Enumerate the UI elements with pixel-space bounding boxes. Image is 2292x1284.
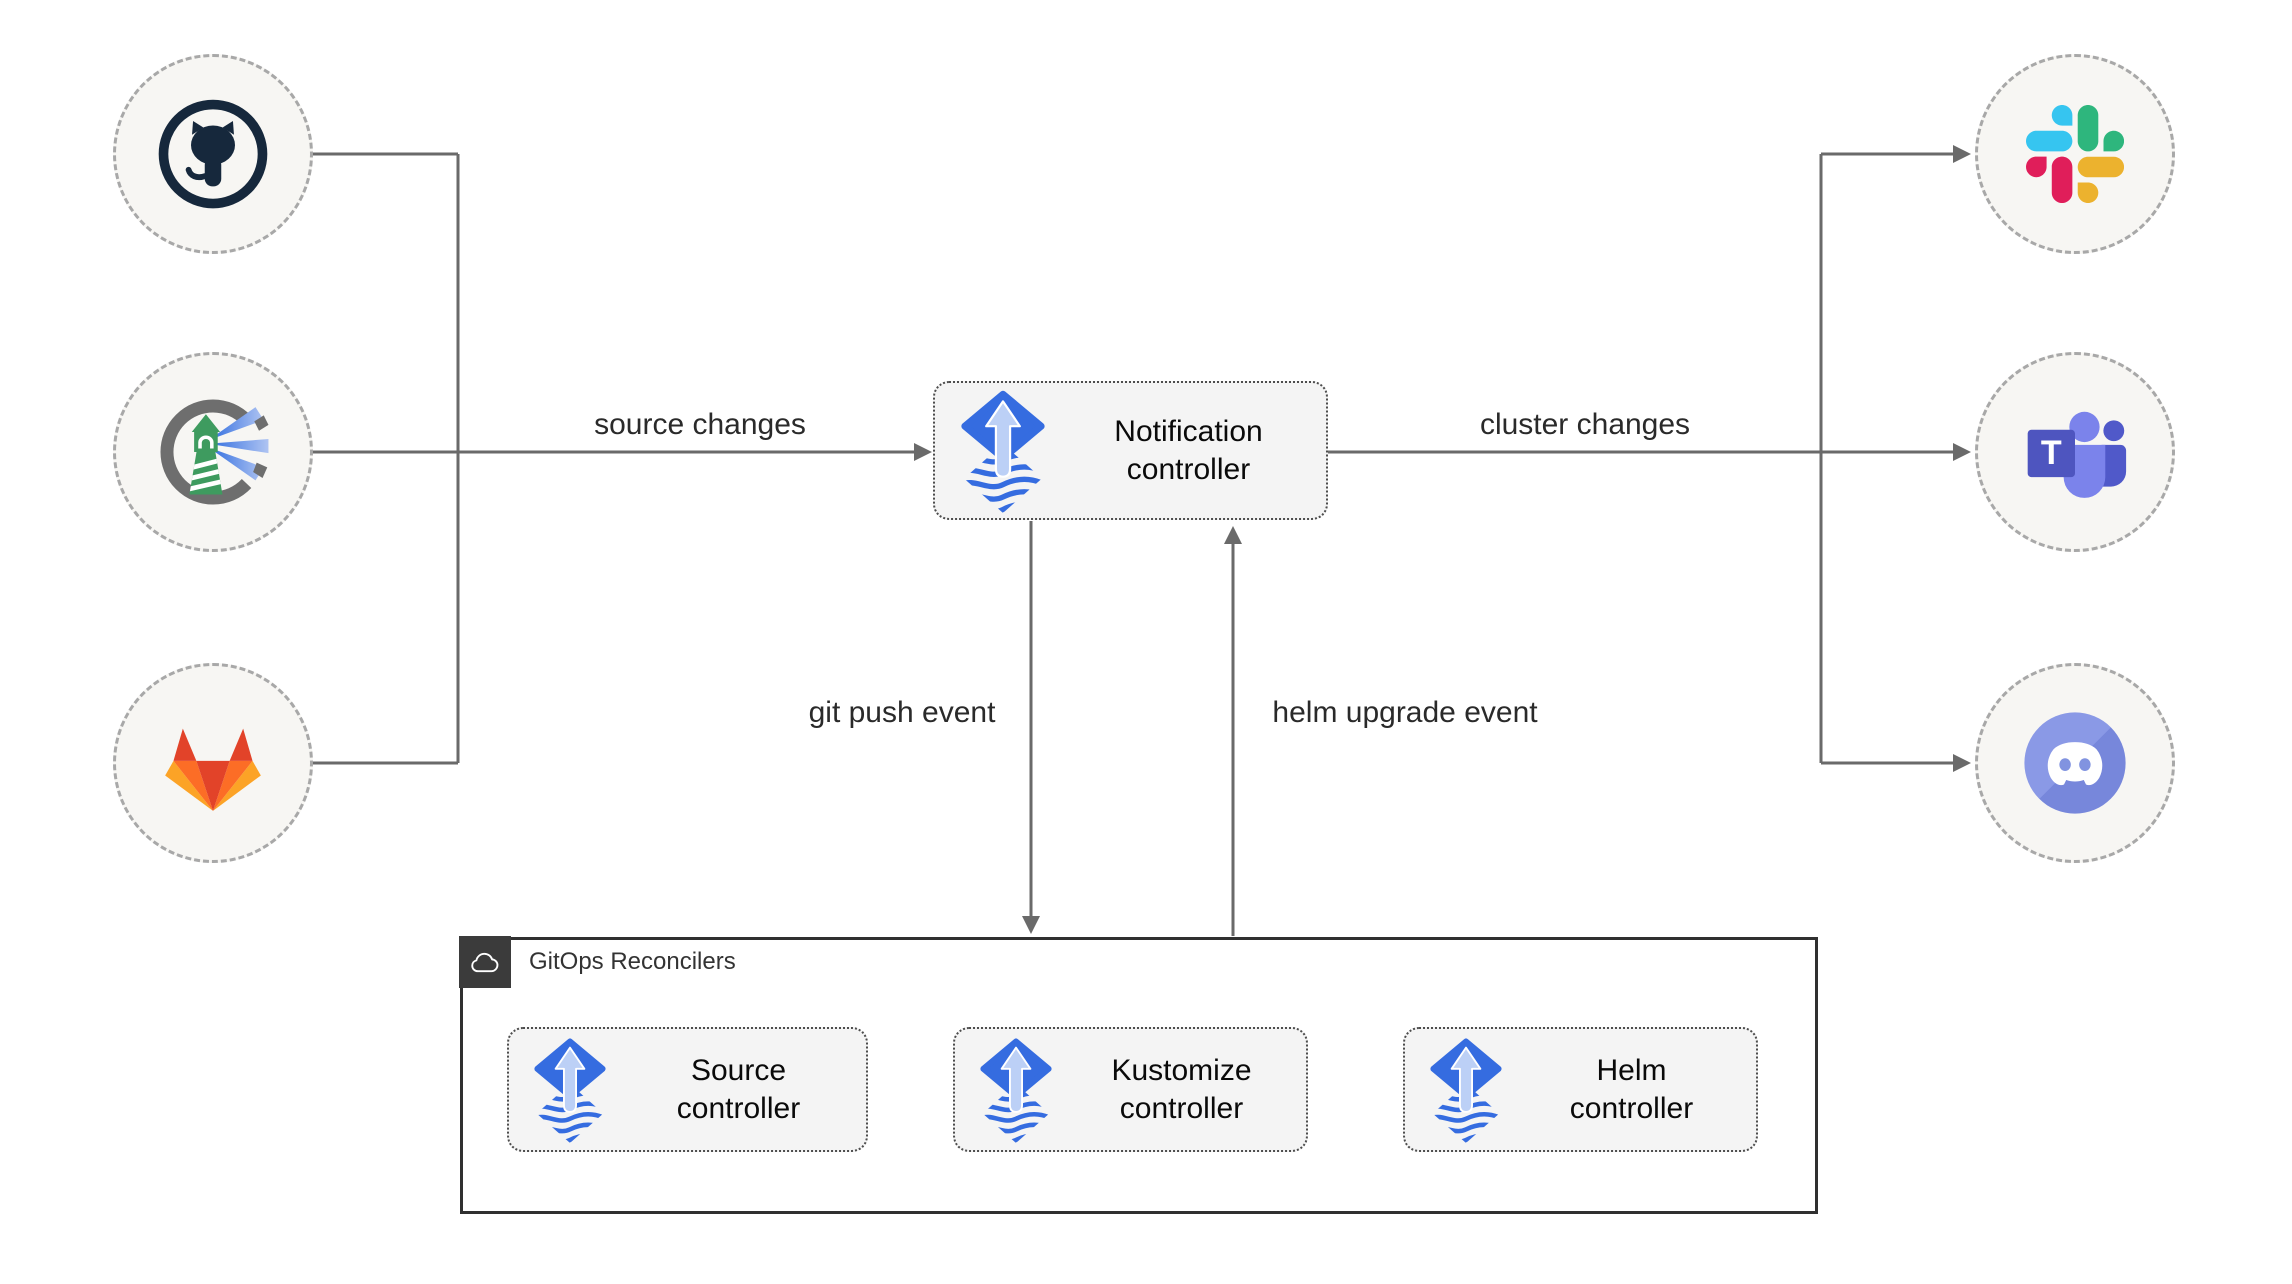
arrowhead-into-slack (1953, 145, 1971, 163)
flux-icon (1425, 1037, 1507, 1143)
cloud-badge (459, 936, 511, 988)
slack-icon (2026, 105, 2124, 203)
label-source-changes: source changes (594, 408, 806, 441)
arrowhead-into-discord (1953, 754, 1971, 772)
discord-icon (2020, 708, 2130, 818)
target-node-discord (1975, 663, 2175, 863)
source-node-github (113, 54, 313, 254)
gitops-reconcilers-title: GitOps Reconcilers (529, 948, 736, 975)
github-icon (158, 99, 268, 209)
helm-controller-label: Helm controller (1569, 1053, 1694, 1125)
source-node-harbor (113, 352, 313, 552)
kustomize-controller-label: Kustomize controller (1111, 1053, 1252, 1125)
flux-icon (529, 1037, 611, 1143)
target-node-teams (1975, 352, 2175, 552)
harbor-icon (154, 393, 272, 511)
gitlab-icon (161, 715, 265, 811)
arrowhead-helm-upgrade (1224, 526, 1242, 544)
arrowhead-into-teams (1953, 443, 1971, 461)
kustomize-controller-node: Kustomize controller (953, 1027, 1308, 1152)
flux-icon (955, 389, 1051, 513)
label-helm-upgrade-event: helm upgrade event (1272, 696, 1538, 729)
arrowhead-into-notification (914, 443, 932, 461)
label-git-push-event: git push event (808, 696, 996, 729)
source-node-gitlab (113, 663, 313, 863)
notification-controller-node: Notification controller (933, 381, 1328, 520)
flux-icon (975, 1037, 1057, 1143)
teams-icon (2022, 405, 2128, 500)
arrowhead-git-push (1022, 916, 1040, 934)
label-cluster-changes: cluster changes (1479, 408, 1691, 441)
source-controller-node: Source controller (507, 1027, 868, 1152)
notification-controller-label: Notification controller (1114, 414, 1263, 486)
source-controller-label: Source controller (676, 1053, 801, 1125)
cloud-icon (467, 948, 503, 977)
target-node-slack (1975, 54, 2175, 254)
helm-controller-node: Helm controller (1403, 1027, 1758, 1152)
